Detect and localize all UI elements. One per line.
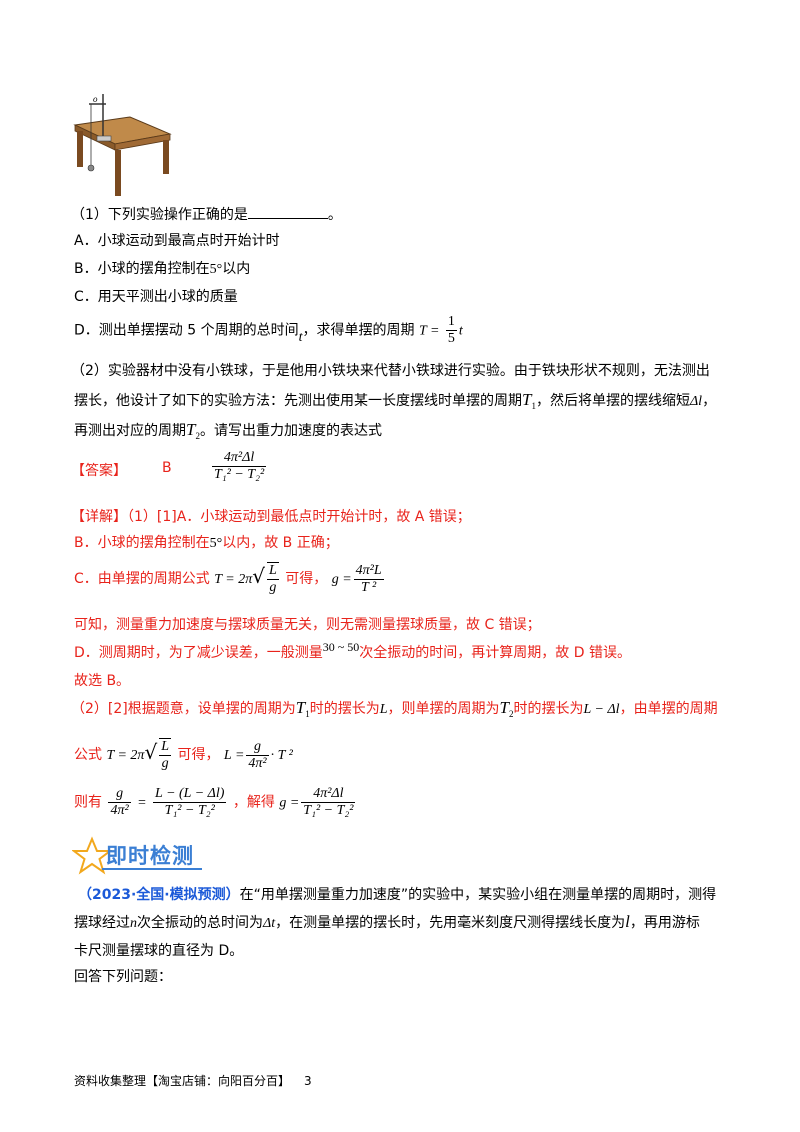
answer-label: 【答案】 [71, 463, 127, 479]
footer: 资料收集整理【淘宝店铺：向阳百分百】3 [74, 1074, 312, 1088]
section-title: 即时检测 [106, 844, 194, 868]
answer-choice: B [162, 460, 172, 476]
q1-option-a: A．小球运动到最高点时开始计时 [74, 233, 280, 249]
detail-line-2: B．小球的摆角控制在5°以内，故 B 正确； [74, 535, 339, 551]
section-header: 即时检测 [72, 836, 212, 876]
page-number: 3 [304, 1074, 312, 1088]
detail-line-6: 故选 B。 [74, 673, 131, 689]
q1-stem: （1）下列实验操作正确的是。 [71, 206, 342, 223]
problem-line-4: 回答下列问题： [74, 969, 172, 985]
detail-line-4: 可知，测量重力加速度与摆球质量无关，则无需测量摆球质量，故 C 错误； [74, 617, 541, 633]
problem-line-2: 摆球经过n次全振动的总时间为Δt，在测量单摆的摆长时，先用毫米刻度尺测得摆线长度… [74, 912, 700, 931]
q2-line-2: 摆长，他设计了如下的实验方法：先测出使用某一长度摆线时单摆的周期T1，然后将单摆… [74, 390, 717, 411]
figure-label-o: o [93, 94, 98, 104]
detail-line-7: （2）[2]根据题意，设单摆的周期为T1时的摆长为L，则单摆的周期为T2时的摆长… [71, 698, 718, 719]
problem-line-1: （2023·全国·模拟预测）在“用单摆测量重力加速度”的实验中，某实验小组在测量… [78, 887, 717, 903]
q2-line-3: 再测出对应的周期T2。请写出重力加速度的表达式 [74, 420, 382, 441]
detail-line-1: 【详解】（1）[1]A．小球运动到最低点时开始计时，故 A 错误； [71, 509, 471, 525]
q1-option-c: C．用天平测出小球的质量 [74, 289, 238, 305]
pendulum-figure: o [70, 92, 175, 197]
q1-option-b: B．小球的摆角控制在5°以内 [74, 261, 251, 277]
q2-line-1: （2）实验器材中没有小铁球，于是他用小铁块来代替小铁球进行实验。由于铁块形状不规… [71, 363, 710, 379]
detail-line-5: D．测周期时，为了减少误差，一般测量30 ~ 50次全振动的时间，再计算周期，故… [74, 640, 631, 661]
star-icon [72, 836, 112, 875]
answer-blank [247, 206, 328, 219]
problem-line-3: 卡尺测量摆球的直径为 D。 [74, 943, 244, 959]
